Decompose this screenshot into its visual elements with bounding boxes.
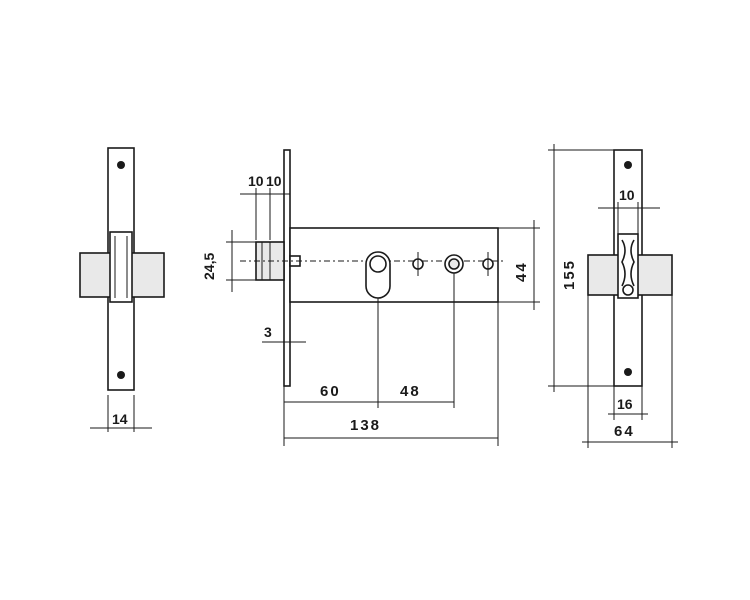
dim-44-label: 44 bbox=[513, 261, 530, 282]
dim-24-5-label: 24,5 bbox=[201, 253, 217, 280]
right-insert-wave-a bbox=[621, 239, 626, 287]
right-screw-bottom bbox=[624, 368, 632, 376]
dim-138-label: 138 bbox=[350, 417, 381, 434]
left-screw-top bbox=[117, 161, 125, 169]
dim-48-label: 48 bbox=[400, 383, 421, 400]
dim-16-label: 16 bbox=[617, 396, 633, 412]
center-lock-case bbox=[289, 227, 499, 303]
cylinder-hole bbox=[369, 255, 387, 273]
center-side-view: 10 10 24,5 3 60 48 138 44 bbox=[201, 149, 540, 446]
right-screw-top bbox=[624, 161, 632, 169]
left-front-view: 14 bbox=[79, 147, 165, 432]
dim-10c-label: 10 bbox=[619, 187, 635, 203]
dim-14-label: 14 bbox=[112, 411, 128, 427]
right-insert-hole bbox=[622, 284, 634, 296]
right-insert-wave-b bbox=[630, 239, 635, 287]
dim-10a-label: 10 bbox=[248, 173, 264, 189]
spindle-hole-inner bbox=[448, 258, 460, 270]
right-front-view: 155 10 16 64 bbox=[548, 144, 678, 448]
dim-10b-label: 10 bbox=[266, 173, 282, 189]
left-screw-bottom bbox=[117, 371, 125, 379]
center-faceplate bbox=[283, 149, 291, 387]
dim-64-label: 64 bbox=[614, 423, 635, 440]
dim-155-label: 155 bbox=[561, 259, 578, 290]
dim-60-label: 60 bbox=[320, 383, 341, 400]
left-center-plate bbox=[109, 231, 133, 303]
dim-3-label: 3 bbox=[264, 324, 272, 340]
